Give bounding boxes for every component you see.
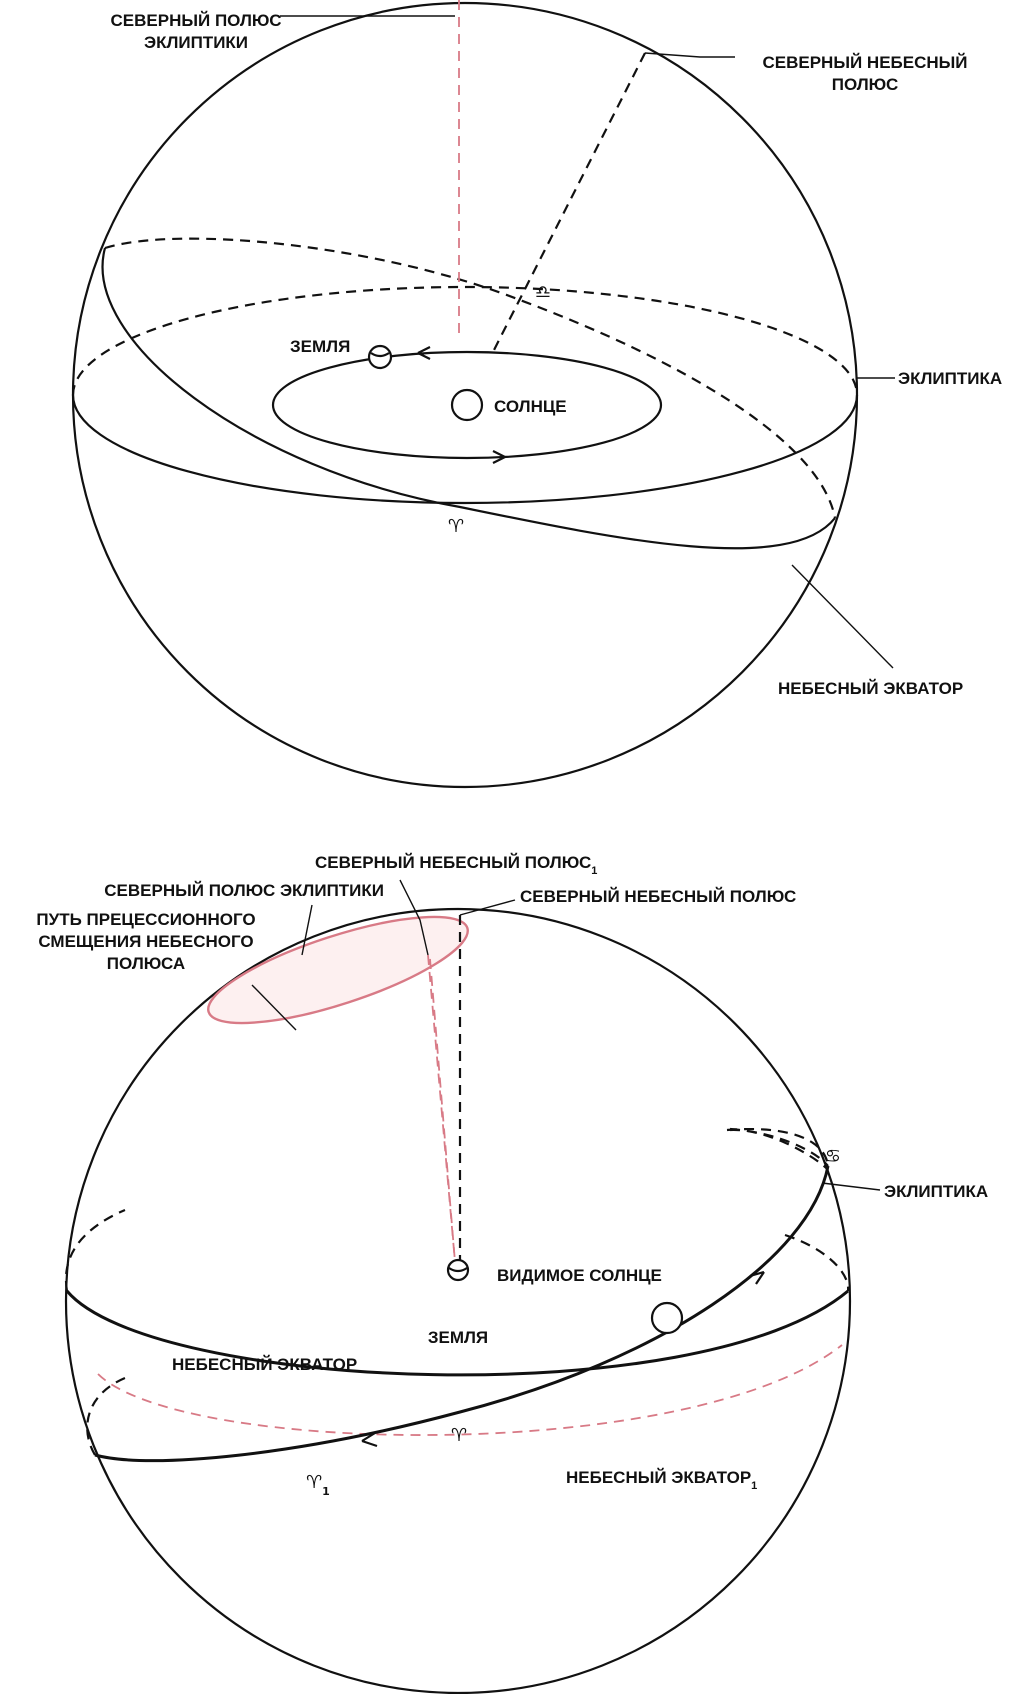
leader-ecliptic-pole-bottom [301, 904, 313, 956]
earth-orbit-top [271, 350, 663, 460]
apparent-sun-icon [650, 1301, 684, 1335]
label-precession-path-1: ПУТЬ ПРЕЦЕССИОННОГО [36, 910, 255, 929]
label-north-celestial-pole-top-1: СЕВЕРНЫЙ НЕБЕСНЫЙ [762, 53, 967, 72]
label-celestial-equator-top: НЕБЕСНЫЙ ЭКВАТОР [778, 679, 963, 698]
ecliptic-back-top-right [726, 1128, 830, 1167]
leader-precession-path [251, 984, 297, 1031]
ecliptic-back-arc-right [729, 1128, 829, 1171]
leader-equator-top [791, 564, 894, 669]
label-north-ecliptic-pole-bottom: СЕВЕРНЫЙ ПОЛЮС ЭКЛИПТИКИ [104, 881, 384, 900]
label-celestial-equator-1-text: НЕБЕСНЫЙ ЭКВАТОР [566, 1468, 751, 1487]
bottom-diagram: СЕВЕРНЫЙ НЕБЕСНЫЙ ПОЛЮС1 СЕВЕРНЫЙ ПОЛЮС … [36, 853, 988, 1694]
label-celestial-equator-1-subscript: 1 [751, 1480, 757, 1492]
sun-icon [450, 388, 484, 422]
vernal-equinox-symbol-top: ♈ [448, 516, 464, 537]
celestial-equator-back-top [104, 237, 837, 519]
top-diagram: СЕВЕРНЫЙ ПОЛЮС ЭКЛИПТИКИ СЕВЕРНЫЙ НЕБЕСН… [71, 0, 1002, 789]
label-north-celestial-pole-1: СЕВЕРНЫЙ НЕБЕСНЫЙ ПОЛЮС1 [315, 853, 597, 877]
vernal-equinox-1-subscript: 1 [322, 1485, 330, 1498]
ecliptic-arrow-down-icon [361, 1432, 378, 1448]
label-ecliptic-top: ЭКЛИПТИКА [898, 369, 1002, 388]
ecliptic-front-top [71, 394, 859, 505]
precession-path-ellipse [207, 915, 469, 1025]
summer-solstice-symbol: ♋ [825, 1146, 841, 1167]
celestial-pole-axis-top [493, 52, 646, 351]
leader-ecliptic-bottom [821, 1182, 881, 1191]
celestial-equator-back-bottom-right [784, 1233, 850, 1292]
label-north-celestial-pole-1-subscript: 1 [591, 865, 597, 877]
vernal-equinox-1-symbol-glyph: ♈ [306, 1472, 322, 1493]
label-north-ecliptic-pole-top-2: ЭКЛИПТИКИ [144, 33, 248, 52]
leader-celestial-pole-1 [399, 879, 429, 956]
label-apparent-sun: ВИДИМОЕ СОЛНЦЕ [497, 1266, 662, 1285]
label-north-celestial-pole-bottom: СЕВЕРНЫЙ НЕБЕСНЫЙ ПОЛЮС [520, 887, 796, 906]
earth-band-icon-bottom [448, 1267, 468, 1273]
label-earth-bottom: ЗЕМЛЯ [428, 1328, 488, 1347]
celestial-sphere-bottom [65, 908, 851, 1694]
label-north-celestial-pole-1-text: СЕВЕРНЫЙ НЕБЕСНЫЙ ПОЛЮС [315, 853, 591, 872]
label-earth-top: ЗЕМЛЯ [290, 337, 350, 356]
label-north-ecliptic-pole-top-1: СЕВЕРНЫЙ ПОЛЮС [111, 11, 282, 30]
label-ecliptic-bottom: ЭКЛИПТИКА [884, 1182, 988, 1201]
label-precession-path-2: СМЕЩЕНИЯ НЕБЕСНОГО [38, 932, 253, 951]
ecliptic-front-bottom [94, 1165, 830, 1463]
ecliptic-back-left [86, 1376, 126, 1456]
ecliptic-arrow-up-icon [749, 1270, 765, 1285]
vernal-equinox-symbol-bottom: ♈ [451, 1425, 467, 1446]
label-precession-path-3: ПОЛЮСА [107, 954, 185, 973]
label-sun-top: СОЛНЦЕ [494, 397, 567, 416]
vernal-equinox-1-symbol: ♈1 [306, 1472, 330, 1498]
label-north-celestial-pole-top-2: ПОЛЮС [832, 75, 899, 94]
leader-celestial-pole-top [644, 52, 735, 58]
celestial-equator-front-bottom [65, 1289, 849, 1377]
label-celestial-equator-bottom: НЕБЕСНЫЙ ЭКВАТОР [172, 1355, 357, 1374]
autumnal-equinox-symbol-top: ♎ [535, 282, 551, 303]
earth-band-icon [370, 352, 390, 358]
leader-celestial-pole-bottom [459, 899, 516, 916]
label-celestial-equator-1: НЕБЕСНЫЙ ЭКВАТОР1 [566, 1468, 757, 1492]
celestial-equator-back-bottom-left [64, 1208, 126, 1292]
celestial-equator-front-top [101, 247, 836, 550]
orbit-arrow-top-icon [417, 346, 431, 360]
ecliptic-back-top [71, 285, 859, 396]
orbit-arrow-bottom-icon [492, 450, 506, 464]
celestial-pole-1-axis-bottom [427, 954, 456, 1263]
